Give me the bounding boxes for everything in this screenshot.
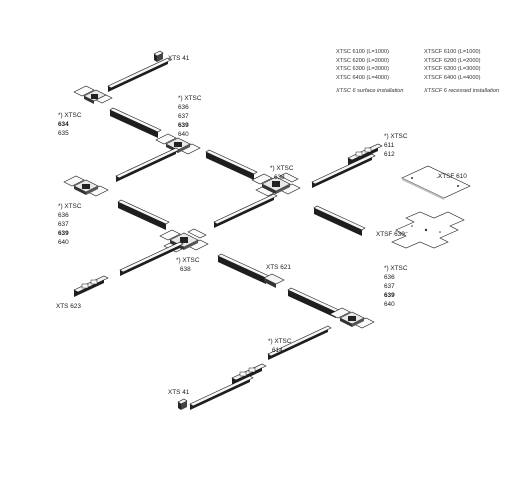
label-code: 640	[384, 301, 395, 308]
rail-up-4	[119, 241, 184, 277]
label-title: *) XTSC	[384, 133, 408, 140]
connector-xts621	[263, 273, 285, 288]
label-code: 638	[274, 174, 285, 181]
label-code: 637	[384, 283, 395, 290]
label-xtsc611: *) XTSC 611 612	[384, 132, 407, 159]
label-code: 637	[58, 221, 69, 228]
label-text: XTS 41	[168, 389, 190, 396]
label-text: XTS 41	[168, 55, 190, 62]
label-xtsc636-left: *) XTSC 636 637 639 640	[58, 202, 81, 247]
rail-diag-5	[217, 253, 270, 285]
label-title: *) XTSC	[178, 95, 202, 102]
legend-recessed-caption: XTSCF 6 recessed installation	[424, 88, 500, 95]
label-text: XTSF 630	[376, 231, 405, 238]
label-title: *) XTSC	[268, 338, 292, 345]
legend-recessed-line: XTSCF 6100 (L=1000)	[424, 49, 481, 55]
feed-xts623	[73, 275, 109, 298]
label-code: 639	[58, 230, 69, 237]
label-title: *) XTSC	[384, 265, 408, 272]
legend-surface-line: XTSC 6100 (L=1000)	[336, 49, 390, 55]
label-title: *) XTSC	[58, 112, 82, 119]
label-xtsf610: XTSF 610	[438, 172, 467, 181]
label-code: 634	[58, 121, 69, 128]
label-code: 639	[178, 122, 189, 129]
rail-diag-3	[313, 205, 366, 237]
legend-surface-line: XTSC 6300 (L=3000)	[336, 66, 390, 73]
legend-recessed: XTSCF 6100 (L=1000) XTSCF 6200 (L=2000) …	[424, 48, 499, 96]
label-xts41-bottom: XTS 41	[168, 388, 189, 397]
connector-xtsc634	[73, 85, 113, 105]
rail-up-6	[189, 375, 254, 411]
legend-recessed-line: XTSCF 6200 (L=2000)	[424, 57, 481, 64]
rail-diag-4	[117, 199, 170, 231]
endcap-top	[153, 50, 164, 63]
rail-up-1	[115, 147, 180, 183]
legend-recessed-line: XTSCF 6300 (L=3000)	[424, 66, 481, 73]
label-code: 614	[272, 347, 283, 354]
endcap-bottom	[177, 398, 188, 411]
label-code: 638	[180, 266, 191, 273]
rail-up-2	[311, 153, 376, 189]
label-xtsf630: XTSF 630	[376, 230, 405, 239]
label-code: 640	[58, 239, 69, 246]
rail-diag-2	[205, 149, 258, 181]
rail-up-3	[213, 193, 278, 229]
legend-surface: XTSC 6100 (L=1000) XTSC 6200 (L=2000) XT…	[336, 48, 403, 96]
label-code: 612	[384, 151, 395, 158]
label-title: *) XTSC	[270, 165, 294, 172]
label-title: *) XTSC	[176, 257, 200, 264]
legend-surface-caption: XTSC 6 surface installation	[336, 88, 404, 95]
label-code: 636	[58, 212, 69, 219]
label-text: XTSF 610	[438, 173, 467, 180]
label-code: 611	[384, 142, 395, 149]
legend-surface-line: XTSC 6200 (L=2000)	[336, 57, 390, 64]
legend-surface-line: XTSC 6400 (L=4000)	[336, 74, 390, 81]
rail-diag-1	[109, 107, 162, 139]
rail-top-left	[107, 57, 172, 93]
label-xts621: XTS 621	[266, 263, 291, 272]
leader-lines	[401, 175, 441, 235]
label-title: *) XTSC	[58, 203, 82, 210]
label-code: 636	[384, 274, 395, 281]
label-code: 635	[58, 130, 69, 137]
label-text: XTS 623	[56, 303, 81, 310]
connector-xtsc636-left	[63, 175, 109, 197]
label-xtsc636-mid: *) XTSC 636 637 639 640	[178, 94, 201, 139]
label-code: 636	[178, 104, 189, 111]
plate-xtsf630	[391, 211, 465, 249]
label-code: 639	[384, 292, 395, 299]
connector-xtsc636-right	[329, 307, 375, 329]
label-xtsc614: *) XTSC 614	[268, 337, 291, 355]
label-xts623: XTS 623	[56, 302, 81, 311]
label-xtsc638-lower: *) XTSC 638	[176, 256, 199, 274]
label-text: XTS 621	[266, 264, 291, 271]
legend-recessed-line: XTSCF 6400 (L=4000)	[424, 74, 481, 81]
label-xtsc636-right: *) XTSC 636 637 639 640	[384, 264, 407, 309]
label-code: 640	[178, 131, 189, 138]
label-xtsc638-upper: *) XTSC 638	[270, 164, 293, 182]
plate-xtsf610	[401, 165, 471, 200]
label-xts41-top: XTS 41	[168, 54, 189, 63]
label-xtsc634: *) XTSC 634 635	[58, 111, 81, 138]
label-code: 637	[178, 113, 189, 120]
